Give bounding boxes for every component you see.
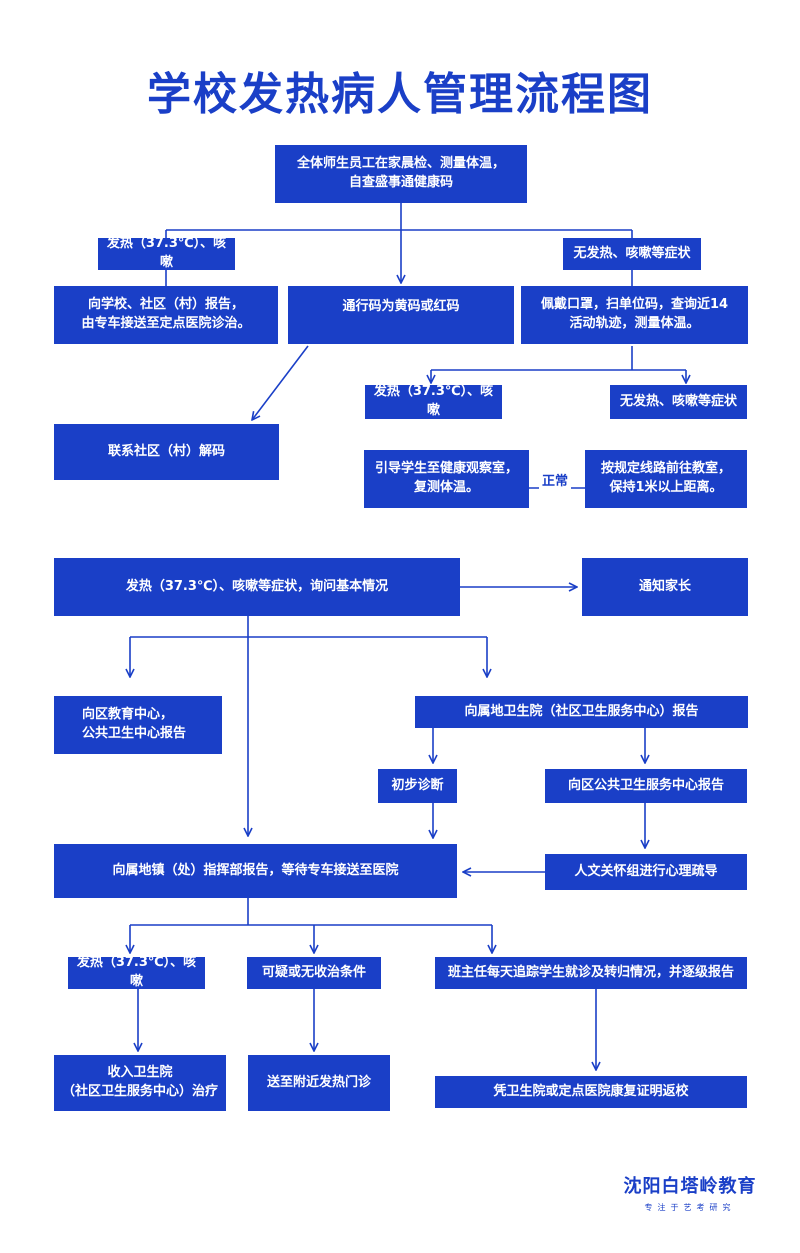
box-guide-observe: 引导学生至健康观察室， 复测体温。 (364, 450, 529, 508)
label-normal: 正常 (539, 470, 572, 489)
box-no-fever-top: 无发热、咳嗽等症状 (563, 238, 701, 270)
box-fever-top: 发热（37.3℃）、咳嗽 (98, 236, 235, 270)
box-report-school: 向学校、社区（村）报告， 由专车接送至定点医院诊治。 (54, 286, 278, 344)
box-start: 全体师生员工在家晨检、测量体温， 自查盛事通健康码 (275, 145, 527, 203)
box-psych-support: 人文关怀组进行心理疏导 (545, 854, 747, 890)
brand-logo: 沈阳白塔岭教育 专注于艺考研究 (620, 1172, 760, 1213)
box-initial-diagnosis: 初步诊断 (378, 769, 457, 803)
box-fever-bottom: 发热（37.3℃）、咳嗽 (68, 955, 205, 989)
box-report-district-health: 向区公共卫生服务中心报告 (545, 769, 747, 803)
box-report-town: 向属地镇（处）指挥部报告，等待专车接送至医院 (54, 844, 457, 898)
brand-slogan: 专注于艺考研究 (644, 1203, 736, 1212)
box-fever-mid: 发热（37.3℃）、咳嗽 (365, 384, 502, 419)
box-return-certificate: 凭卫生院或定点医院康复证明返校 (435, 1076, 747, 1108)
box-notify-parents: 通知家长 (582, 558, 748, 616)
box-mask-scan: 佩戴口罩，扫单位码，查询近14 活动轨迹，测量体温。 (521, 286, 748, 344)
box-admit-health-center: 收入卫生院 （社区卫生服务中心）治疗 (54, 1055, 226, 1111)
brand-name: 沈阳白塔岭教育 (623, 1176, 757, 1197)
box-fever-symptoms: 发热（37.3℃）、咳嗽等症状，询问基本情况 (54, 558, 460, 616)
box-report-edu: 向区教育中心， 公共卫生中心报告 (54, 696, 222, 754)
box-send-fever-clinic: 送至附近发热门诊 (248, 1055, 390, 1111)
box-contact-community: 联系社区（村）解码 (54, 424, 279, 480)
box-go-classroom: 按规定线路前往教室， 保持1米以上距离。 (585, 450, 747, 508)
box-no-fever-mid: 无发热、咳嗽等症状 (610, 385, 747, 419)
connector-code-to-contact (252, 345, 309, 420)
box-code-yellow-red: 通行码为黄码或红码 (288, 286, 514, 344)
box-teacher-track: 班主任每天追踪学生就诊及转归情况，并逐级报告 (435, 957, 747, 989)
box-suspect-no-conditions: 可疑或无收治条件 (247, 957, 381, 989)
page-title: 学校发热病人管理流程图 (147, 69, 653, 120)
box-report-health-center: 向属地卫生院（社区卫生服务中心）报告 (415, 696, 748, 728)
